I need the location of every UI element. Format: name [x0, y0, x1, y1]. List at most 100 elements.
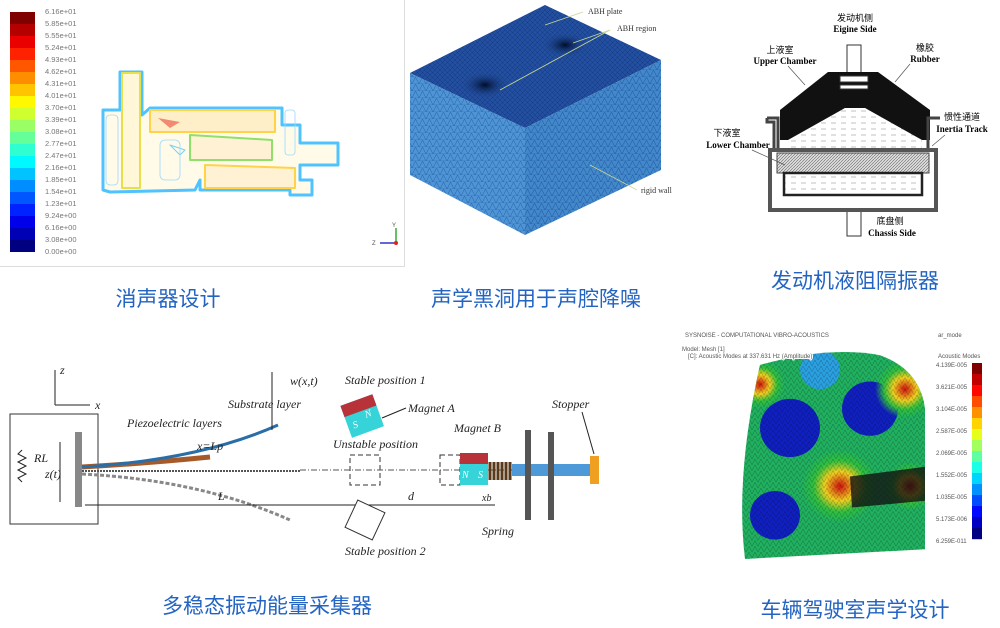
- colorbar-band: [10, 72, 35, 84]
- colorbar-band: [972, 429, 982, 441]
- colorbar-label: 3.104E-005: [936, 407, 968, 413]
- colorbar-label: 1.035E-005: [936, 495, 968, 501]
- colorbar-band: [972, 407, 982, 419]
- colorbar-label: 3.621E-005: [936, 385, 968, 391]
- abh-mesh-model: ABH plate ABH region rigid wall: [410, 5, 673, 235]
- diagram-label: Z: [372, 241, 376, 247]
- colorbar-band: [972, 451, 982, 463]
- diagram-label: 上液室: [766, 44, 793, 55]
- colorbar-label: 3.39e+01: [45, 115, 77, 124]
- colorbar-label: 5.24e+01: [45, 43, 77, 52]
- diagram-label: z: [59, 363, 65, 377]
- engine-mount-caption: 发动机液阻隔振器: [771, 269, 939, 293]
- diagram-label: Inertia Track: [936, 124, 987, 134]
- colorbar-label: 9.24e+00: [45, 211, 77, 220]
- cabin-caption: 车辆驾驶室声学设计: [760, 598, 950, 622]
- colorbar-label: 4.139E-005: [936, 363, 968, 369]
- colorbar-label: 2.16e+01: [45, 163, 77, 172]
- diagram-label: Upper Chamber: [753, 56, 816, 66]
- diagram-label: z(t): [44, 467, 61, 481]
- muffler-caption: 消声器设计: [115, 287, 221, 311]
- engine-mount-diagram: 发动机侧 Eigine Side 上液室 Upper Chamber 橡胶 Ru…: [706, 12, 988, 238]
- harvester-caption: 多稳态振动能量采集器: [162, 594, 372, 618]
- colorbar-band: [10, 168, 35, 180]
- colorbar-label: 4.62e+01: [45, 67, 77, 76]
- colorbar-label: 4.31e+01: [45, 79, 77, 88]
- axis-triad-icon: Y Z: [372, 223, 398, 247]
- diagram-label: Magnet B: [453, 421, 502, 435]
- abh-caption: 声学黑洞用于声腔降噪: [431, 287, 641, 311]
- diagram-label: Model: Mesh [1]: [682, 347, 725, 353]
- colorbar-band: [10, 12, 35, 24]
- diagram-label: Substrate layer: [228, 397, 301, 411]
- diagram-label: L: [217, 489, 225, 503]
- diagram-label: RL: [33, 451, 48, 465]
- diagram-label: 底盘侧: [876, 215, 903, 226]
- colorbar-band: [10, 192, 35, 204]
- colorbar-band: [10, 84, 35, 96]
- diagram-label: S: [478, 470, 483, 481]
- muffler-colorbar: [10, 12, 35, 252]
- colorbar-band: [972, 374, 982, 386]
- colorbar-band: [972, 396, 982, 408]
- colorbar-band: [972, 528, 982, 540]
- diagram-label: x: [94, 398, 101, 412]
- diagram-label: S: [351, 419, 359, 431]
- colorbar-label: 2.77e+01: [45, 139, 77, 148]
- colorbar-label: 6.16e+01: [45, 7, 77, 16]
- colorbar-label: 3.70e+01: [45, 103, 77, 112]
- colorbar-band: [10, 144, 35, 156]
- diagram-label: Lower Chamber: [706, 140, 770, 150]
- diagram-label: 发动机侧: [837, 12, 873, 23]
- diagram-label: Unstable position: [333, 437, 418, 451]
- diagram-label: Stable position 2: [345, 544, 426, 558]
- diagram-label: Rubber: [910, 54, 940, 64]
- colorbar-label: 5.173E-006: [936, 517, 968, 523]
- diagram-label: Y: [392, 223, 396, 229]
- colorbar-label: 6.16e+00: [45, 223, 77, 232]
- colorbar-band: [972, 385, 982, 397]
- diagram-label: w(x,t): [290, 374, 318, 388]
- colorbar-band: [10, 132, 35, 144]
- colorbar-label: 2.47e+01: [45, 151, 77, 160]
- diagram-label: Stopper: [552, 397, 590, 411]
- abh-plate-label: ABH plate: [588, 7, 623, 16]
- colorbar-band: [972, 363, 982, 375]
- diagram-label: SYSNOISE - COMPUTATIONAL VIBRO-ACOUSTICS: [685, 333, 829, 339]
- cabin-acoustic-mode-plot: SYSNOISE - COMPUTATIONAL VIBRO-ACOUSTICS…: [681, 332, 982, 559]
- colorbar-label: 1.54e+01: [45, 187, 77, 196]
- diagram-label: Acoustic Modes: [938, 354, 980, 360]
- diagram-label: Piezoelectric layers: [126, 416, 222, 430]
- colorbar-label: 5.55e+01: [45, 31, 77, 40]
- diagram-label: Spring: [482, 524, 514, 538]
- colorbar-band: [972, 517, 982, 529]
- cabin-mode-shape: [742, 352, 926, 559]
- colorbar-label: 1.552E-005: [936, 473, 968, 479]
- colorbar-label: 5.85e+01: [45, 19, 77, 28]
- diagram-label: xb: [481, 493, 491, 504]
- diagram-label: Eigine Side: [833, 24, 876, 34]
- rigid-wall-label: rigid wall: [641, 186, 673, 195]
- colorbar-band: [972, 484, 982, 496]
- colorbar-band: [10, 240, 35, 252]
- energy-harvester-diagram: z x RL z(t) Piezoelectric layers Substra…: [9, 363, 599, 558]
- colorbar-label: 2.069E-005: [936, 451, 968, 457]
- colorbar-band: [972, 506, 982, 518]
- diagram-label: Chassis Side: [868, 228, 916, 238]
- diagram-label: 下液室: [713, 127, 740, 138]
- diagram-label: ar_mode: [938, 333, 962, 339]
- colorbar-band: [10, 48, 35, 60]
- colorbar-label: 3.08e+01: [45, 127, 77, 136]
- diagram-label: x=Lp: [196, 439, 223, 453]
- diagram-label: N: [461, 470, 470, 481]
- colorbar-label: 1.85e+01: [45, 175, 77, 184]
- colorbar-band: [10, 216, 35, 228]
- colorbar-band: [10, 204, 35, 216]
- colorbar-label: 0.00e+00: [45, 247, 77, 256]
- colorbar-band: [10, 108, 35, 120]
- colorbar-band: [10, 228, 35, 240]
- colorbar-label: 2.587E-005: [936, 429, 968, 435]
- diagram-label: 橡胶: [916, 42, 934, 53]
- colorbar-label: 3.08e+00: [45, 235, 77, 244]
